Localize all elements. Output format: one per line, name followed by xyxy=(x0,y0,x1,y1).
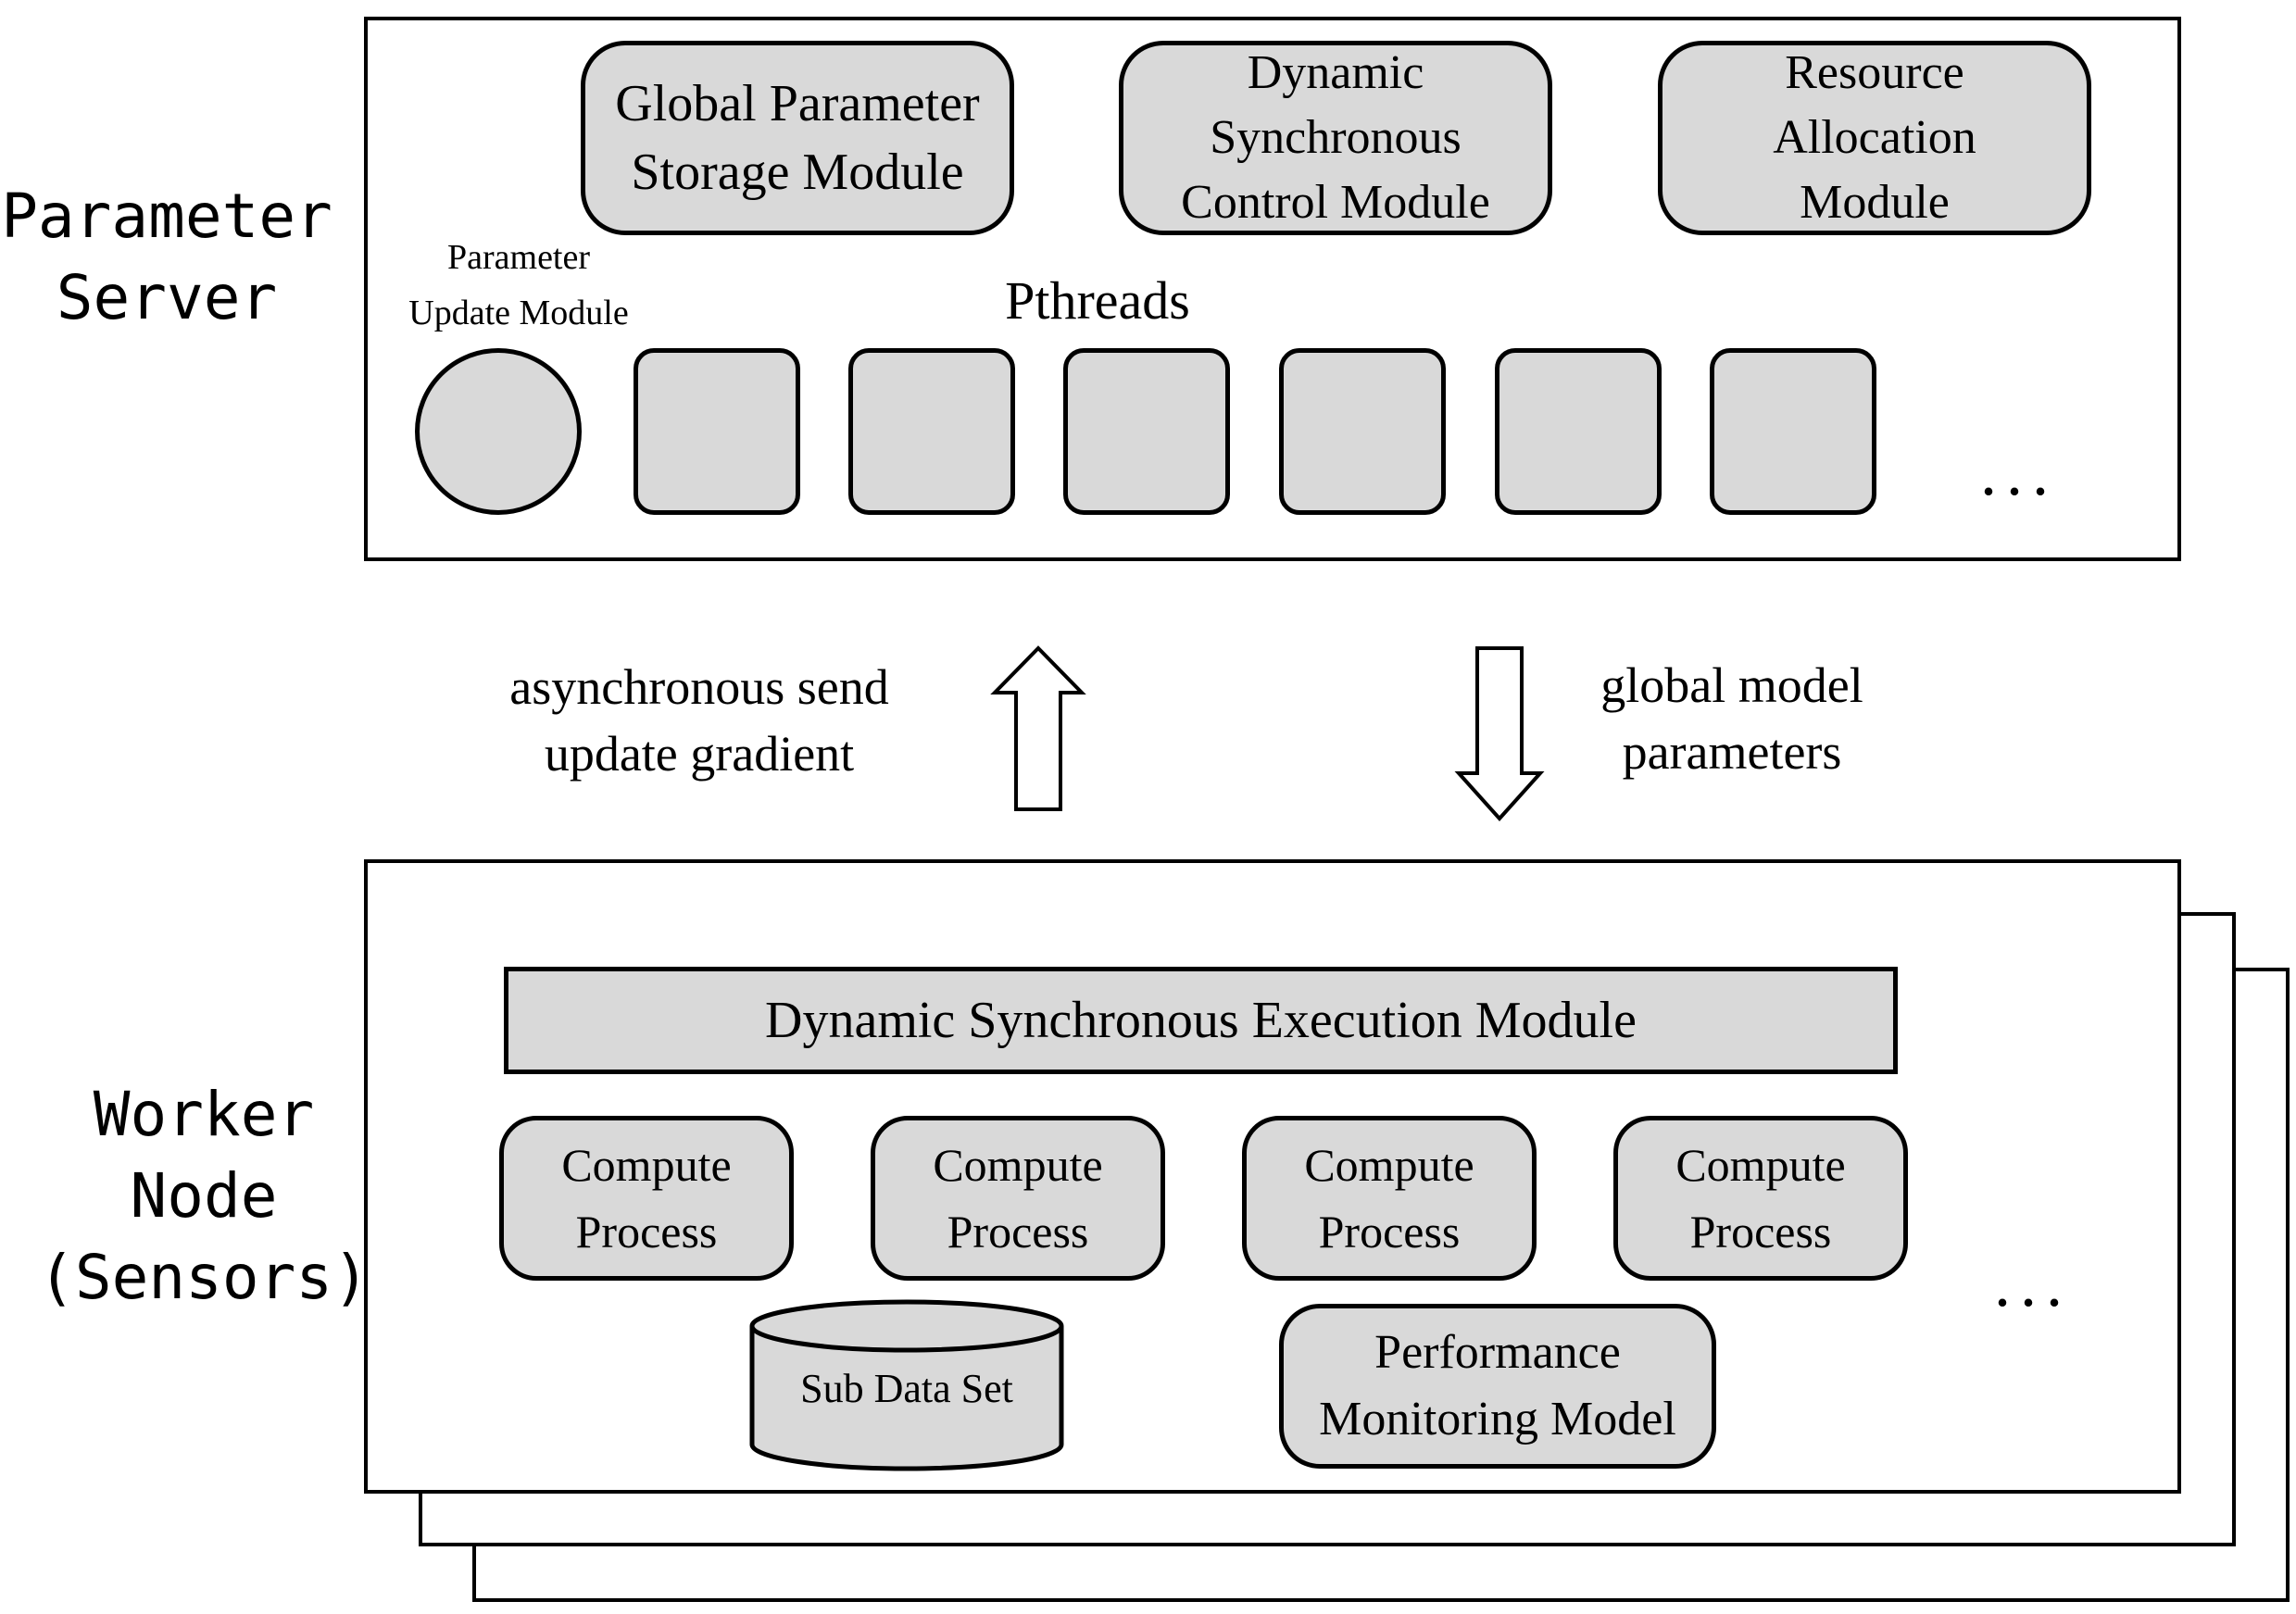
dynamic-synchronous-execution-module: Dynamic Synchronous Execution Module xyxy=(504,967,1898,1074)
sub-data-set-label: Sub Data Set xyxy=(800,1366,1013,1411)
dynamic-synchronous-control-module: Dynamic Synchronous Control Module xyxy=(1119,41,1552,235)
global-parameter-storage-module: Global Parameter Storage Module xyxy=(581,41,1014,235)
worker-ellipsis: ... xyxy=(1994,1246,2072,1320)
performance-monitoring-model: Performance Monitoring Model xyxy=(1279,1304,1716,1469)
compute-process: Compute Process xyxy=(1242,1116,1537,1281)
resource-allocation-module: Resource Allocation Module xyxy=(1658,41,2091,235)
pthread-box xyxy=(1063,348,1230,515)
pthread-box xyxy=(634,348,800,515)
compute-process: Compute Process xyxy=(871,1116,1165,1281)
pthread-box xyxy=(1279,348,1446,515)
pthread-box xyxy=(848,348,1015,515)
pthreads-ellipsis: ... xyxy=(1980,435,2058,509)
pthreads-label: Pthreads xyxy=(1005,270,1190,331)
compute-process: Compute Process xyxy=(499,1116,794,1281)
global-model-parameters-label: global model parameters xyxy=(1600,657,1863,780)
async-send-gradient-label: asynchronous send update gradient xyxy=(509,659,889,782)
down-arrow xyxy=(1454,646,1545,821)
worker-node-label: Worker Node (Sensors) xyxy=(38,1079,370,1313)
pthread-box xyxy=(1710,348,1876,515)
pthread-box xyxy=(1495,348,1662,515)
compute-process: Compute Process xyxy=(1613,1116,1908,1281)
up-arrow xyxy=(990,645,1086,811)
parameter-update-module-circle xyxy=(415,348,582,515)
parameter-server-label: Parameter Server xyxy=(1,181,332,333)
parameter-update-module-label: Parameter Update Module xyxy=(408,238,629,332)
